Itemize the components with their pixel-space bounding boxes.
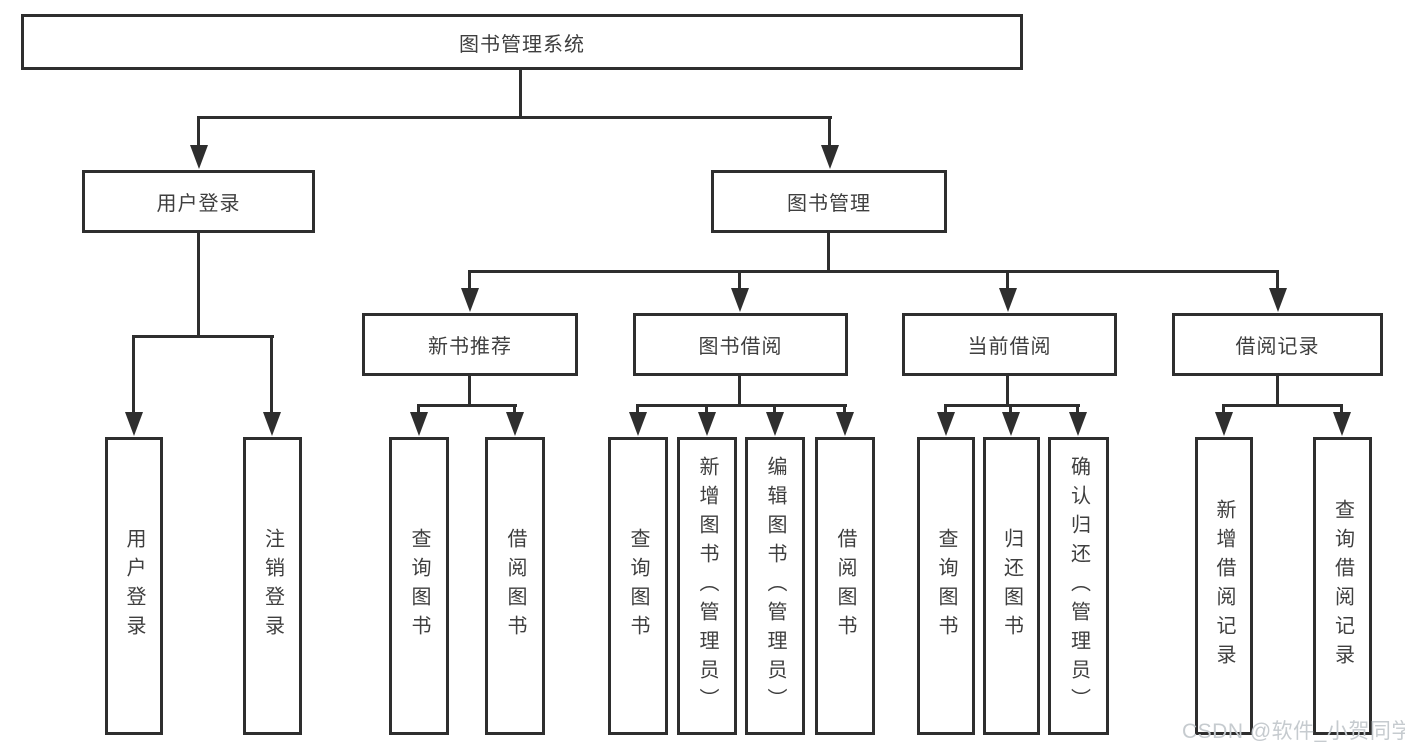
leaf-confirm-return-admin-label: 确认归还（管理员） <box>1067 455 1090 717</box>
connector-line <box>1006 273 1009 288</box>
connector-line <box>1276 273 1279 288</box>
node-new-book-recommend-label: 新书推荐 <box>428 336 512 358</box>
leaf-return-books-label: 归还图书 <box>1000 528 1023 644</box>
node-borrowing-records-label: 借阅记录 <box>1235 336 1320 358</box>
csdn-watermark: CSDN @软件_小贺同学 <box>1182 720 1405 743</box>
connector-line <box>1222 404 1343 407</box>
connector-line <box>1006 376 1009 407</box>
connector-line <box>1276 376 1279 407</box>
connector-line <box>1340 407 1343 413</box>
leaf-edit-books-admin-label: 编辑图书（管理员） <box>764 455 786 717</box>
node-book-management: 图书管理 <box>711 170 947 233</box>
connector-line <box>773 407 776 413</box>
arrow-down-icon <box>190 145 208 169</box>
arrow-down-icon <box>263 412 281 436</box>
connector-line <box>944 404 1080 407</box>
node-book-borrowing: 图书借阅 <box>633 313 848 376</box>
connector-line <box>1222 407 1225 413</box>
leaf-confirm-return-admin: 确认归还（管理员） <box>1048 437 1109 735</box>
arrow-down-icon <box>1069 412 1087 436</box>
leaf-query-books-current-label: 查询图书 <box>935 528 957 644</box>
leaf-query-borrow-record-label: 查询借阅记录 <box>1331 499 1354 673</box>
leaf-query-books-borrow-label: 查询图书 <box>627 528 649 644</box>
connector-line <box>827 233 830 273</box>
arrow-down-icon <box>1269 288 1287 312</box>
node-book-borrowing-label: 图书借阅 <box>698 336 783 358</box>
arrow-down-icon <box>125 412 143 436</box>
connector-line <box>417 407 420 413</box>
leaf-user-login: 用户登录 <box>105 437 163 735</box>
connector-line <box>843 407 846 413</box>
connector-line <box>1009 407 1012 413</box>
arrow-down-icon <box>698 412 716 436</box>
leaf-add-books-admin-label: 新增图书（管理员） <box>696 455 718 717</box>
connector-line <box>513 407 516 413</box>
node-user-login: 用户登录 <box>82 170 315 233</box>
connector-line <box>944 407 947 413</box>
arrow-down-icon <box>629 412 647 436</box>
connector-line <box>132 335 274 338</box>
connector-line <box>417 404 517 407</box>
leaf-add-books-admin: 新增图书（管理员） <box>677 437 737 735</box>
arrow-down-icon <box>766 412 784 436</box>
leaf-borrow-books-label: 借阅图书 <box>834 528 856 644</box>
leaf-query-borrow-record: 查询借阅记录 <box>1313 437 1372 735</box>
connector-line <box>705 407 708 413</box>
arrow-down-icon <box>1002 412 1020 436</box>
connector-line <box>738 376 741 407</box>
connector-line <box>197 119 200 146</box>
arrow-down-icon <box>1215 412 1233 436</box>
node-user-login-label: 用户登录 <box>156 193 241 215</box>
connector-line <box>197 233 200 337</box>
leaf-borrow-books: 借阅图书 <box>815 437 875 735</box>
connector-line <box>197 116 832 119</box>
leaf-query-books-current: 查询图书 <box>917 437 975 735</box>
node-library-system-label: 图书管理系统 <box>459 33 585 56</box>
arrow-down-icon <box>836 412 854 436</box>
connector-line <box>270 338 273 412</box>
node-current-borrowing-label: 当前借阅 <box>967 336 1052 358</box>
leaf-return-books: 归还图书 <box>983 437 1040 735</box>
node-current-borrowing: 当前借阅 <box>902 313 1117 376</box>
arrow-down-icon <box>937 412 955 436</box>
leaf-add-borrow-record: 新增借阅记录 <box>1195 437 1253 735</box>
leaf-add-borrow-record-label: 新增借阅记录 <box>1213 499 1235 673</box>
arrow-down-icon <box>461 288 479 312</box>
connector-line <box>636 407 639 413</box>
arrow-down-icon <box>1333 412 1351 436</box>
node-library-system: 图书管理系统 <box>21 14 1023 70</box>
leaf-user-login-label: 用户登录 <box>123 528 145 644</box>
leaf-query-books-newrec-label: 查询图书 <box>408 528 430 644</box>
connector-line <box>468 273 471 288</box>
leaf-query-books-borrow: 查询图书 <box>608 437 668 735</box>
node-new-book-recommend: 新书推荐 <box>362 313 578 376</box>
leaf-logout-label: 注销登录 <box>261 528 284 644</box>
arrow-down-icon <box>821 145 839 169</box>
arrow-down-icon <box>506 412 524 436</box>
node-book-management-label: 图书管理 <box>787 193 871 215</box>
connector-line <box>1076 407 1079 413</box>
connector-line <box>738 273 741 288</box>
arrow-down-icon <box>999 288 1017 312</box>
connector-line <box>519 70 522 119</box>
leaf-borrow-books-newrec-label: 借阅图书 <box>504 528 526 644</box>
connector-line <box>468 270 1279 273</box>
connector-line <box>636 404 847 407</box>
arrow-down-icon <box>731 288 749 312</box>
arrow-down-icon <box>410 412 428 436</box>
connector-line <box>468 376 471 407</box>
leaf-borrow-books-newrec: 借阅图书 <box>485 437 545 735</box>
connector-line <box>132 338 135 412</box>
connector-line <box>828 119 831 146</box>
leaf-edit-books-admin: 编辑图书（管理员） <box>745 437 805 735</box>
leaf-logout: 注销登录 <box>243 437 302 735</box>
leaf-query-books-newrec: 查询图书 <box>389 437 449 735</box>
node-borrowing-records: 借阅记录 <box>1172 313 1383 376</box>
